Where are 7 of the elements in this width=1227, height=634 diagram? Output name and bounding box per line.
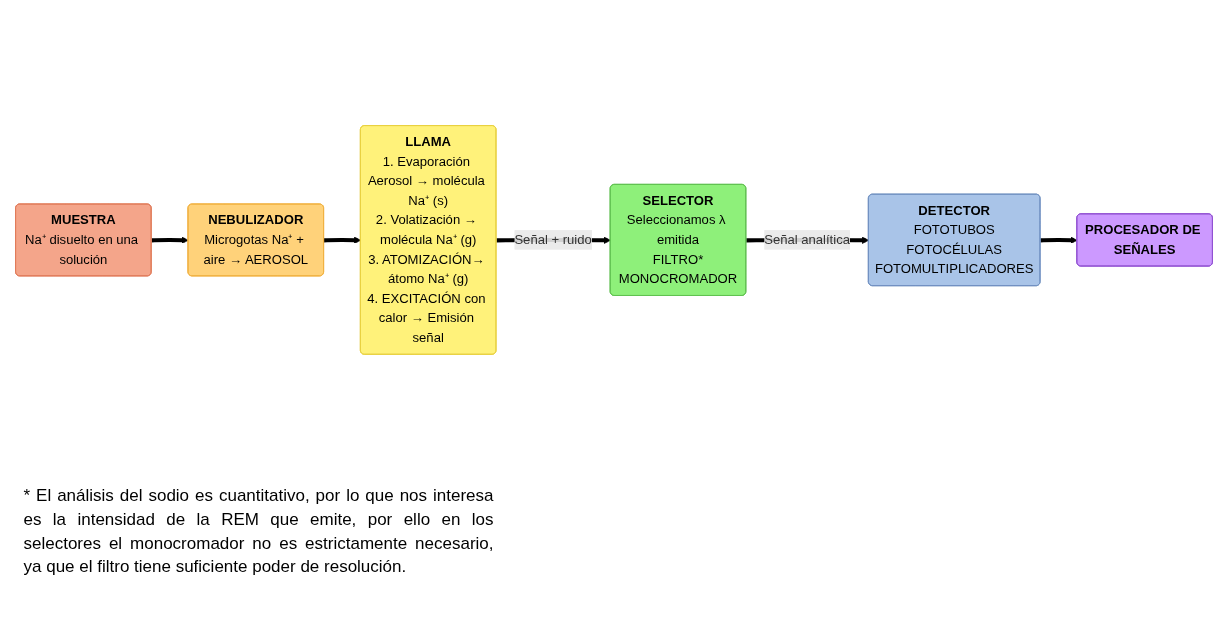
- footnote: * El análisis del sodio es cuantitativo, por lo que nos interesa es la intensidad de la REM que emite, por ello en los selectores el monocromador no es estrictamente necesario, ya que el filtro tiene suficiente poder de resolución.: [23, 485, 494, 579]
- arrow: [1039, 236, 1078, 244]
- arrow: [151, 236, 189, 244]
- edge-label: Señal analítica: [763, 232, 850, 247]
- edge-label: Señal + ruido: [513, 232, 592, 247]
- flowchart: Señal + ruido Señal analítica MUESTRA Na⁺ disuelto en una solución NEBULIZADOR Microgotas Na⁺ + aire → AEROSOL LLAMA 1. Evaporación Aerosol → molécula Na⁺ (s) 2. Volatización → molécula Na⁺ (g) 3. ATOMIZACIÓN→ átomo Na⁺ (g) 4. EXCITACIÓN con calor → Emisión señal SELECTOR Seleccionamos λ emitida FILTRO* MONOCROMADOR DETECTOR FOTOTUBOS FOTOCÉLULAS FOTOMULTIPLICADORES PROCESADOR DE SEÑALES: [8, 119, 1219, 361]
- arrow: [323, 236, 361, 244]
